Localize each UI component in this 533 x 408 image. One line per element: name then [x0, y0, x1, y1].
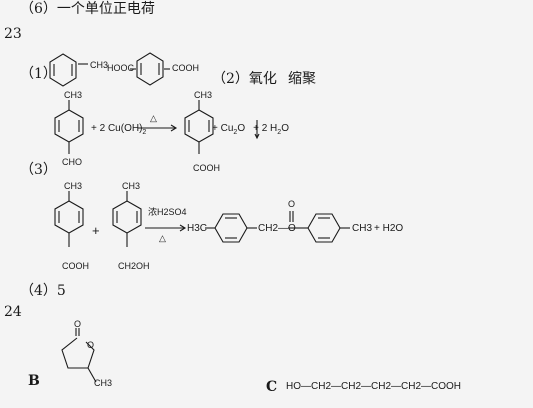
- part-2-label-2: 缩聚: [288, 71, 316, 87]
- toluene-ring: [49, 53, 77, 87]
- ester-linker: CH2—O: [258, 223, 296, 234]
- ester-ring-left: [205, 213, 257, 243]
- tpa-left-group: HOOC: [107, 63, 134, 73]
- r1-arrow: [138, 124, 178, 132]
- precipitate-arrow: [254, 120, 260, 140]
- question-23-number: 23: [4, 26, 22, 42]
- ester-ring-right: [288, 211, 350, 243]
- answer-c-label: C: [266, 379, 278, 395]
- r1-methyl: CH3: [64, 90, 83, 100]
- part-1-label: （1）: [20, 66, 57, 82]
- alcohol-ring: [112, 191, 142, 247]
- catalyst-label: 浓H2SO4: [148, 207, 187, 217]
- r1-reagent: + 2 Cu(OH)2: [91, 123, 147, 137]
- answer-c-formula: HO—CH2—CH2—CH2—CH2—COOH: [286, 381, 462, 392]
- acid-methyl: CH3: [64, 181, 83, 191]
- alcohol-methyl: CH3: [122, 181, 141, 191]
- toluic-acid-ring: [184, 100, 214, 154]
- alcohol-group: CH2OH: [118, 261, 150, 271]
- question-24-number: 24: [4, 304, 22, 320]
- esterification-water: + H2O: [374, 223, 404, 234]
- toluene-bond: [78, 63, 88, 65]
- lactone-methyl: CH3: [94, 378, 113, 388]
- ester-right-methyl: CH3: [352, 223, 373, 234]
- p1-methyl: CH3: [194, 90, 213, 100]
- ester-carbonyl-oxygen: O: [288, 199, 296, 209]
- esterification-plus: +: [92, 223, 100, 238]
- r1-aldehyde: CHO: [62, 157, 82, 167]
- part-4-answer: （4）5: [20, 283, 66, 299]
- toluene-methyl: CH3: [90, 60, 109, 70]
- part-3-label: （3）: [20, 162, 57, 178]
- acid-carboxyl: COOH: [62, 261, 89, 271]
- p1-carboxyl: COOH: [193, 163, 220, 173]
- esterification-arrow: [145, 224, 187, 232]
- answer-b-label: B: [28, 373, 40, 389]
- tolualdehyde-ring: [54, 100, 84, 154]
- r1-heat-symbol: △: [150, 113, 157, 123]
- acid-ring: [54, 191, 84, 247]
- answer-6-heading: （6）一个单位正电荷: [20, 1, 155, 17]
- lactone-ring: [61, 328, 97, 383]
- lactone-ring-oxygen: O: [87, 340, 95, 350]
- ester-left-methyl: H3C: [187, 223, 208, 234]
- part-2-label: （2）氧化: [212, 71, 277, 87]
- tpa-right-group: COOH: [172, 63, 199, 73]
- lactone-carbonyl-oxygen: O: [74, 319, 82, 329]
- r1-byproducts: + Cu2O+ 2 H2O: [212, 123, 289, 137]
- terephthalic-ring: [130, 52, 170, 86]
- esterification-heat: △: [159, 233, 166, 243]
